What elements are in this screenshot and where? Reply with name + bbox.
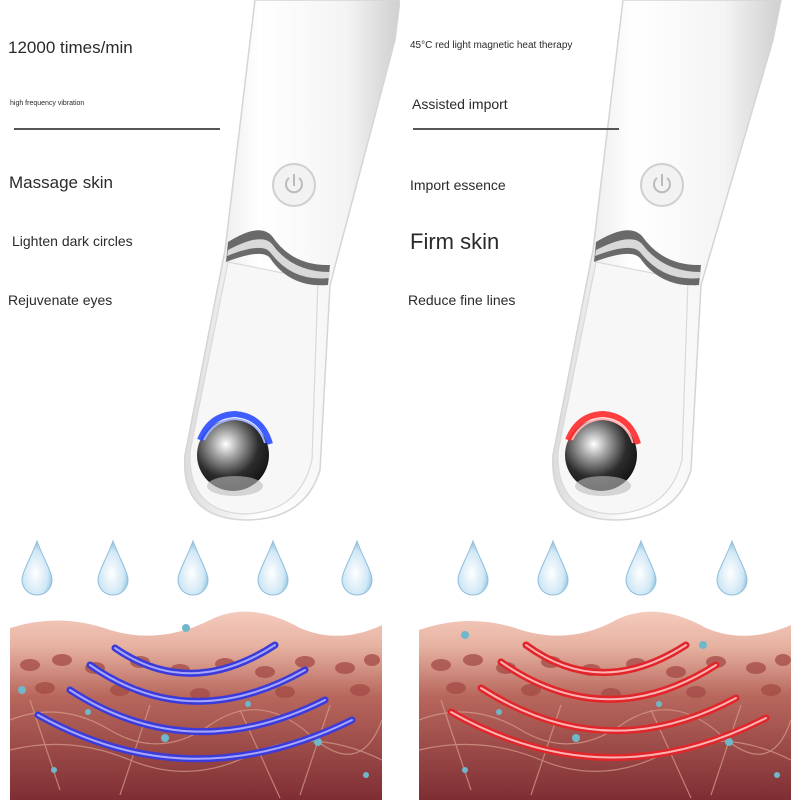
benefit-massage-skin: Massage skin (9, 173, 113, 192)
benefit-firm-skin: Firm skin (410, 229, 500, 254)
benefit-reduce-fine-lines: Reduce fine lines (408, 292, 516, 308)
skin-cross-section (419, 611, 791, 800)
right-illustration (419, 0, 791, 800)
skin-cross-section (10, 611, 382, 800)
benefit-rejuvenate-eyes: Rejuvenate eyes (8, 292, 113, 308)
left-panel: 12000 times/min high frequency vibration… (0, 0, 400, 800)
eye-massager-device (552, 0, 782, 521)
eye-massager-device (183, 0, 400, 521)
power-button-icon (272, 163, 316, 207)
power-button-icon (640, 163, 684, 207)
right-panel: 45°C red light magnetic heat therapy Ass… (401, 0, 801, 800)
water-droplets (21, 539, 373, 596)
benefit-import-essence: Import essence (410, 177, 506, 193)
water-droplets (457, 539, 748, 596)
benefit-lighten-dark-circles: Lighten dark circles (12, 233, 133, 249)
blue-light-roller-ball (197, 410, 273, 496)
heat-therapy-subheadline: Assisted import (412, 96, 508, 112)
divider (14, 128, 220, 130)
left-illustration (10, 0, 400, 800)
vibration-subheadline: high frequency vibration (10, 100, 85, 107)
red-light-roller-ball (565, 410, 641, 496)
heat-therapy-headline: 45°C red light magnetic heat therapy (410, 40, 573, 51)
vibration-headline: 12000 times/min (8, 38, 133, 57)
divider (413, 128, 619, 130)
